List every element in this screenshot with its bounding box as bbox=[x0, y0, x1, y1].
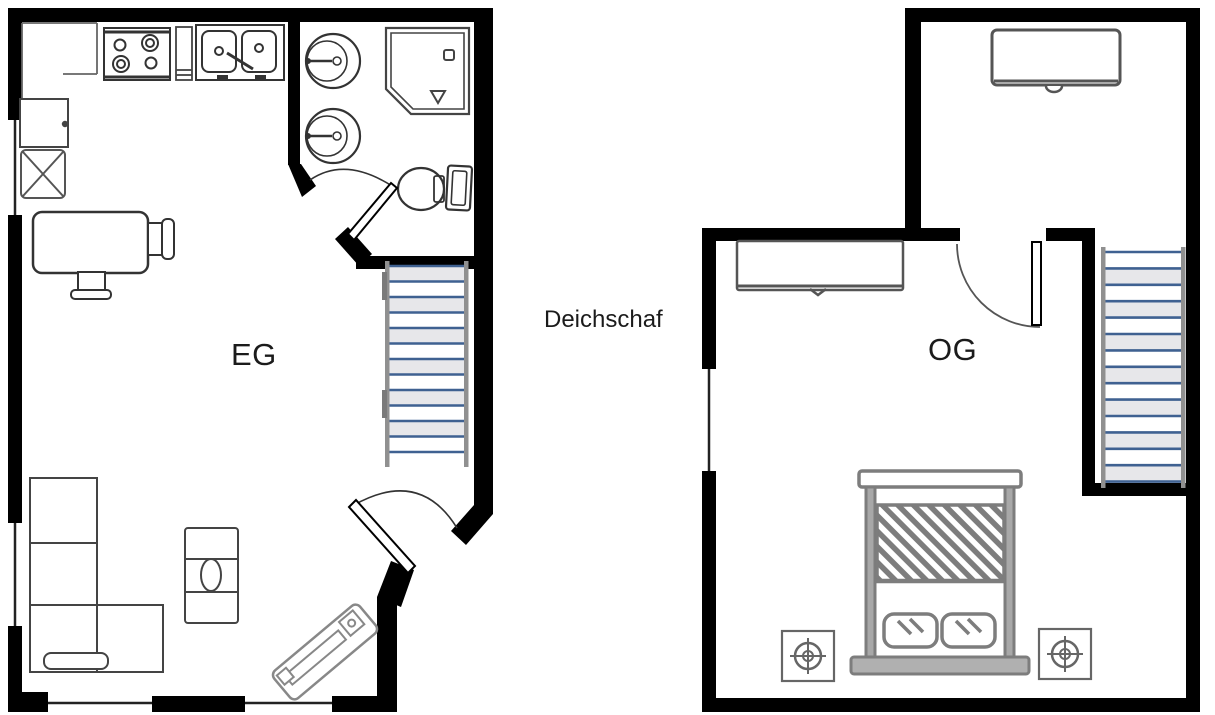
stair-tread bbox=[389, 328, 464, 344]
wall-segment bbox=[152, 696, 245, 712]
stair-tread bbox=[1105, 334, 1181, 351]
door-leaf bbox=[347, 498, 417, 575]
wall-segment bbox=[1082, 483, 1200, 496]
stair-tread bbox=[389, 421, 464, 437]
wall-segment bbox=[8, 626, 22, 712]
pillow-symbol bbox=[882, 612, 939, 649]
og-floor-label: OG bbox=[928, 332, 978, 367]
stair-tread bbox=[1105, 268, 1181, 285]
sideboard-symbol bbox=[735, 239, 905, 297]
pillow-symbol bbox=[940, 612, 997, 649]
wall-segment bbox=[8, 8, 493, 22]
eg-staircase-symbol bbox=[382, 261, 469, 467]
double-bed-symbol bbox=[849, 469, 1031, 676]
stair-tread bbox=[389, 359, 464, 375]
stair-tread bbox=[1105, 301, 1181, 318]
double-sink-symbol bbox=[195, 24, 285, 81]
washbasin-icon bbox=[304, 107, 362, 165]
wall-segment bbox=[451, 8, 493, 545]
wardrobe-symbol bbox=[990, 28, 1122, 94]
stair-tread bbox=[1105, 448, 1181, 466]
entry-door bbox=[347, 490, 458, 575]
bathroom-door bbox=[309, 168, 399, 242]
wall-segment bbox=[1186, 8, 1200, 712]
eg-floor-plan bbox=[8, 8, 493, 712]
wall-segment bbox=[8, 8, 22, 120]
eg-stair-steps bbox=[389, 264, 464, 454]
stair-tread bbox=[389, 436, 464, 452]
door-swing-arc bbox=[956, 243, 1041, 328]
eg-windows bbox=[13, 120, 332, 705]
stair-tread bbox=[1105, 317, 1181, 334]
side-table-symbol bbox=[184, 527, 239, 624]
stair-tread bbox=[389, 374, 464, 390]
wall-segment bbox=[1082, 228, 1095, 496]
stair-tread bbox=[1105, 252, 1181, 269]
og-room-door bbox=[956, 241, 1042, 328]
nightstand-spot-symbol bbox=[1037, 627, 1093, 681]
stair-tread bbox=[389, 405, 464, 421]
door-swing-arc bbox=[353, 490, 458, 529]
nightstand-spot-symbol bbox=[780, 629, 836, 683]
stair-tread bbox=[389, 343, 464, 359]
caption-deichschaf: Deichschaf bbox=[544, 306, 663, 333]
dishwasher-symbol bbox=[175, 26, 193, 81]
wall-segment bbox=[905, 8, 921, 241]
door-swing-arc bbox=[309, 168, 393, 187]
og-walls bbox=[702, 8, 1200, 712]
kitchen-cabinet-symbol bbox=[19, 98, 69, 148]
stair-rail-bracket bbox=[382, 390, 387, 418]
crossed-appliance-symbol bbox=[20, 149, 66, 199]
wall-segment bbox=[702, 228, 716, 369]
door-leaf bbox=[1031, 241, 1042, 326]
sofa-symbol bbox=[29, 477, 164, 673]
wall-segment bbox=[702, 471, 716, 712]
stair-tread bbox=[389, 390, 464, 406]
wall-segment bbox=[905, 8, 1200, 22]
wall-segment bbox=[8, 215, 22, 523]
wall-segment bbox=[8, 692, 48, 712]
eg-floor-label: EG bbox=[231, 337, 277, 372]
stair-rail bbox=[385, 261, 390, 467]
og-stair-steps bbox=[1105, 250, 1181, 483]
wall-segment bbox=[702, 698, 1200, 712]
dining-table-symbol bbox=[31, 210, 175, 300]
stair-rail-bracket bbox=[382, 272, 387, 300]
door-leaf bbox=[346, 181, 399, 242]
corner-shower-symbol bbox=[384, 26, 471, 116]
stair-tread bbox=[1105, 416, 1181, 433]
diagonal-bench-symbol bbox=[271, 603, 379, 701]
stair-tread bbox=[389, 266, 464, 282]
stair-tread bbox=[1105, 432, 1181, 449]
stair-tread bbox=[1105, 399, 1181, 416]
stair-tread bbox=[1105, 350, 1181, 367]
stair-tread bbox=[1105, 284, 1181, 302]
toilet-symbol bbox=[396, 164, 474, 212]
wall-segment bbox=[702, 228, 960, 241]
kitchen-counter-symbol bbox=[21, 22, 98, 98]
og-floor-plan bbox=[702, 8, 1200, 712]
stair-tread bbox=[389, 281, 464, 297]
stair-tread bbox=[1105, 383, 1181, 400]
og-furniture bbox=[735, 28, 1122, 683]
stair-rail bbox=[464, 261, 469, 467]
living-area bbox=[29, 210, 458, 701]
wall-segment bbox=[288, 164, 316, 197]
kitchen-area bbox=[19, 22, 285, 199]
stair-tread bbox=[1105, 366, 1181, 384]
bathroom-area bbox=[304, 26, 474, 242]
stair-tread bbox=[389, 297, 464, 313]
og-staircase-symbol bbox=[1101, 247, 1186, 488]
stair-tread bbox=[389, 312, 464, 328]
stair-rail bbox=[1181, 247, 1186, 488]
wall-segment bbox=[377, 561, 414, 607]
stair-tread bbox=[1105, 465, 1181, 482]
washbasin-icon bbox=[304, 32, 362, 90]
stair-rail bbox=[1101, 247, 1106, 488]
wall-segment bbox=[288, 20, 300, 165]
stove-symbol bbox=[103, 27, 171, 81]
wall-segment bbox=[377, 597, 397, 712]
